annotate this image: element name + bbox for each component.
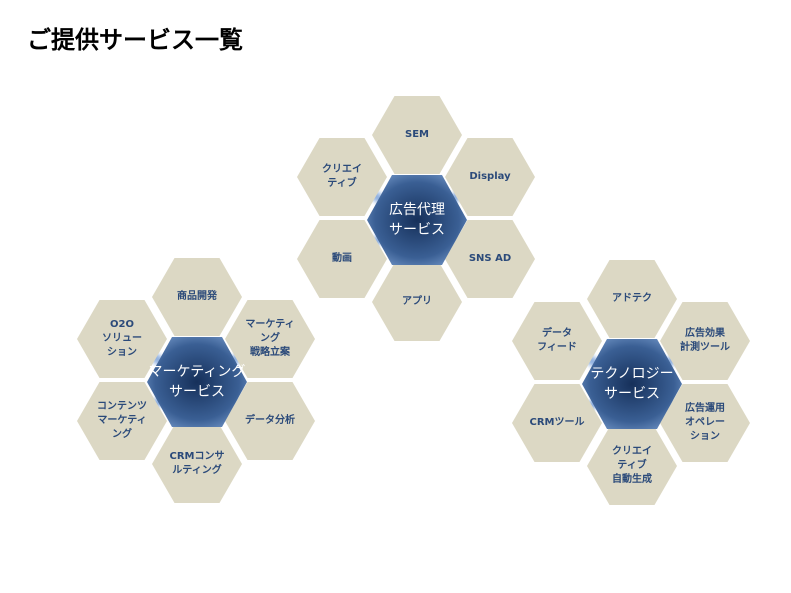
service-hexagon	[372, 263, 462, 341]
service-label: データ フィード	[537, 328, 577, 353]
service-label: 広告効果 計測ツール	[680, 328, 730, 353]
service-hexagon	[225, 300, 315, 378]
service-hexagon	[512, 302, 602, 380]
service-label: Display	[469, 171, 511, 182]
center-hexagon	[147, 337, 247, 427]
service-hexagon	[587, 260, 677, 338]
service-hexagon	[77, 300, 167, 378]
service-label: CRMコンサ ルティング	[169, 451, 225, 476]
service-hexagon	[445, 220, 535, 298]
center-label: 広告代理 サービス	[389, 202, 445, 238]
service-hexagon	[297, 220, 387, 298]
service-label: コンテンツ マーケティ ング	[97, 401, 147, 440]
service-hexagon	[225, 382, 315, 460]
center-label: テクノロジー サービス	[590, 366, 674, 402]
service-hexagon	[512, 384, 602, 462]
service-hexagon	[152, 258, 242, 336]
service-label: アドテク	[612, 293, 652, 304]
service-label: 商品開発	[177, 291, 217, 302]
service-label: 広告運用 オペレー ション	[685, 403, 725, 442]
service-label: クリエイ ティブ 自動生成	[612, 446, 652, 485]
service-label: クリエイ ティブ	[322, 164, 362, 189]
service-label: データ分析	[245, 415, 295, 426]
center-label: マーケティング サービス	[148, 364, 246, 400]
service-label: SEM	[405, 129, 429, 140]
center-hexagon	[582, 339, 682, 429]
service-hexagon	[587, 427, 677, 505]
service-hexagon	[445, 138, 535, 216]
center-hexagon	[367, 175, 467, 265]
service-hexagon	[152, 425, 242, 503]
service-label: SNS AD	[468, 253, 512, 264]
service-hexagon	[297, 138, 387, 216]
service-hexagon	[77, 382, 167, 460]
service-label: O2O ソリュー ション	[102, 319, 142, 358]
service-hexagon	[660, 384, 750, 462]
service-hexagon	[660, 302, 750, 380]
service-label: マーケティ ング 戦略立案	[245, 319, 295, 358]
service-hexagon	[372, 96, 462, 174]
service-label: 動画	[332, 253, 352, 264]
service-label: アプリ	[402, 296, 432, 307]
page-title: ご提供サービス一覧	[27, 26, 243, 54]
service-label: CRMツール	[529, 417, 585, 428]
